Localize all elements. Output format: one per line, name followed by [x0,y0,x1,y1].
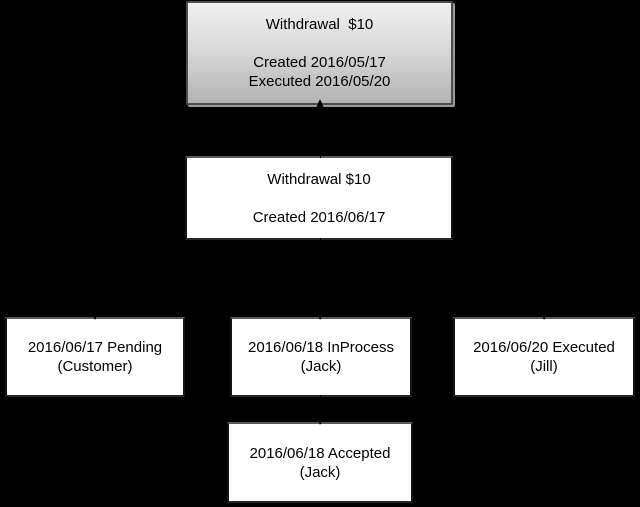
connector-branch-bar [95,278,544,279]
arrow-up-icon [316,99,324,108]
node-status-executed: 2016/06/20 Executed (Jill) [453,317,635,397]
connector-current-to-snapshot [320,105,321,158]
arrow-down-icon [316,416,324,425]
node-status-pending: 2016/06/17 Pending (Customer) [5,317,185,397]
node-withdrawal-current-label: Withdrawal $10 Created 2016/06/17 [252,170,386,226]
node-withdrawal-snapshot: Withdrawal $10 Created 2016/05/17 Execut… [186,1,453,105]
node-status-accepted-label: 2016/06/18 Accepted (Jack) [249,444,391,481]
node-status-accepted: 2016/06/18 Accepted (Jack) [227,422,413,503]
arrow-down-icon [540,311,548,320]
connector-to-executed [544,278,545,319]
node-status-inprocess-label: 2016/06/18 InProcess (Jack) [248,339,394,375]
arrow-down-icon [316,311,324,320]
node-withdrawal-current: Withdrawal $10 Created 2016/06/17 [185,156,453,240]
node-status-executed-label: 2016/06/20 Executed (Jill) [473,339,615,375]
arrow-down-icon [91,311,99,320]
connector-current-stem [320,238,321,278]
connector-inprocess-to-accepted [320,395,321,424]
node-status-pending-label: 2016/06/17 Pending (Customer) [27,339,163,375]
connector-to-inprocess [320,278,321,319]
node-status-inprocess: 2016/06/18 InProcess (Jack) [230,317,412,397]
connector-to-pending [95,278,96,319]
node-withdrawal-snapshot-label: Withdrawal $10 Created 2016/05/17 Execut… [248,16,391,90]
